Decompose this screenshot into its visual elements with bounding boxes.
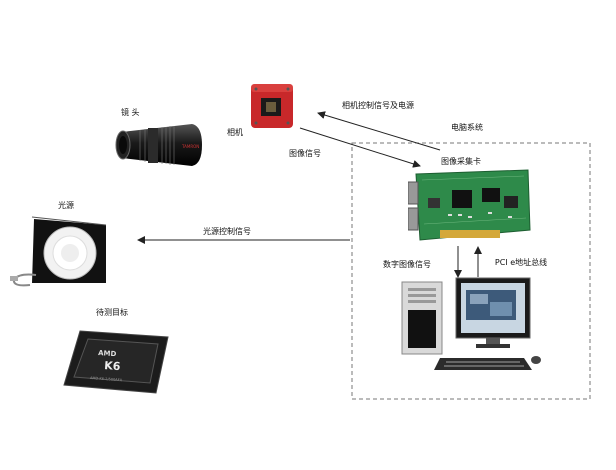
image-signal-arrow <box>300 128 420 166</box>
lens-image: TAMRON <box>112 118 204 172</box>
camera-label: 相机 <box>227 128 243 138</box>
image-signal-label: 图像信号 <box>289 149 321 159</box>
frame-grabber-label: 图像采集卡 <box>441 157 481 167</box>
camera-image <box>249 82 295 130</box>
camera-control-signal-label: 相机控制信号及电源 <box>342 101 428 111</box>
light-source-image <box>10 213 110 291</box>
computer-image <box>400 276 545 372</box>
pci-bus-label: PCI e地址总线 <box>492 258 550 268</box>
chip-model-text: K6 <box>104 359 121 373</box>
light-source-label: 光源 <box>58 201 74 211</box>
frame-grabber-image <box>408 168 533 248</box>
light-control-signal-label: 光源控制信号 <box>203 227 251 237</box>
target-chip-image: AMD K6 AMD-K6-2/500AFX <box>60 327 172 397</box>
camera-control-arrow <box>318 113 440 150</box>
computer-system-label: 电脑系统 <box>451 123 483 133</box>
lens-label: 镜 头 <box>121 108 140 118</box>
digital-image-signal-label: 数字图像信号 <box>383 260 431 270</box>
target-label: 待测目标 <box>96 308 128 318</box>
chip-brand-text: AMD <box>98 349 117 358</box>
svg-text:TAMRON: TAMRON <box>181 144 199 149</box>
